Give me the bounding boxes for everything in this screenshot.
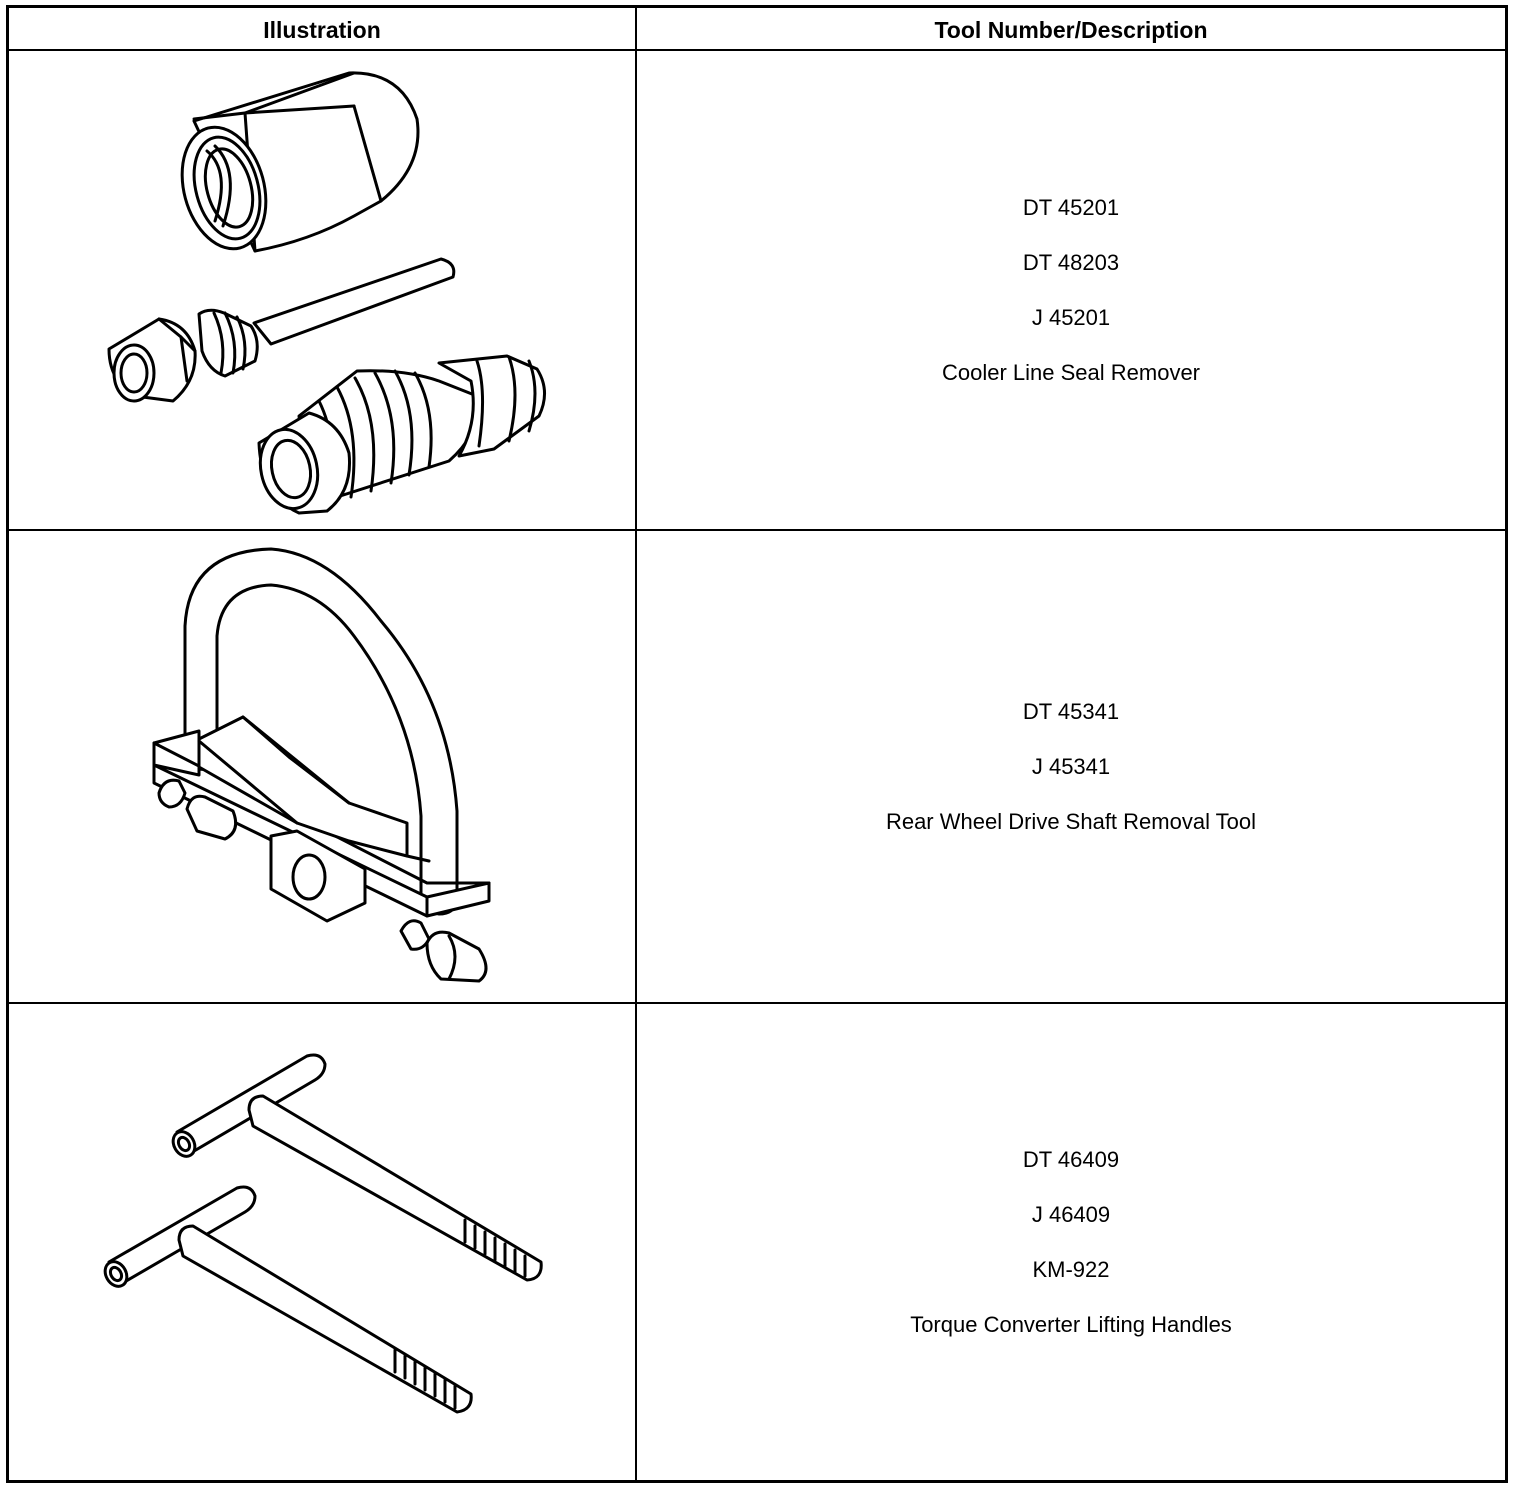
tool-number: J 46409 [1031, 1202, 1111, 1227]
table-row: DT 45201 DT 48203 J 45201 Cooler Line Se… [9, 51, 1505, 531]
tool-description: Cooler Line Seal Remover [941, 360, 1201, 385]
table-header-row: Illustration Tool Number/Description [9, 8, 1505, 51]
header-tool-number: Tool Number/Description [934, 17, 1208, 43]
tool-number: DT 45201 [1022, 195, 1120, 220]
lifting-handles-icon [9, 1004, 635, 1478]
tool-description-cell: DT 46409 J 46409 KM-922 Torque Converter… [637, 1004, 1505, 1480]
tool-number: DT 48203 [1022, 250, 1120, 275]
tool-table: Illustration Tool Number/Description [6, 5, 1508, 1483]
illustration-cell [9, 531, 635, 1002]
tool-number: J 45201 [1031, 305, 1111, 330]
column-divider [635, 8, 637, 1480]
tool-description: Rear Wheel Drive Shaft Removal Tool [885, 809, 1257, 834]
tool-description: Torque Converter Lifting Handles [910, 1312, 1232, 1337]
drive-shaft-removal-tool-icon [9, 531, 635, 1002]
illustration-cell [9, 1004, 635, 1480]
tool-number: KM-922 [1032, 1257, 1110, 1282]
header-illustration: Illustration [263, 17, 381, 43]
tool-description-cell: DT 45201 DT 48203 J 45201 Cooler Line Se… [637, 51, 1505, 529]
tool-number: DT 45341 [1022, 699, 1120, 724]
tool-description-cell: DT 45341 J 45341 Rear Wheel Drive Shaft … [637, 531, 1505, 1002]
tool-number: J 45341 [1031, 754, 1111, 779]
tool-number: DT 46409 [1022, 1147, 1120, 1172]
table-row: DT 45341 J 45341 Rear Wheel Drive Shaft … [9, 531, 1505, 1004]
table-row: DT 46409 J 46409 KM-922 Torque Converter… [9, 1004, 1505, 1480]
illustration-cell [9, 51, 635, 529]
cooler-line-seal-remover-icon [9, 51, 635, 529]
